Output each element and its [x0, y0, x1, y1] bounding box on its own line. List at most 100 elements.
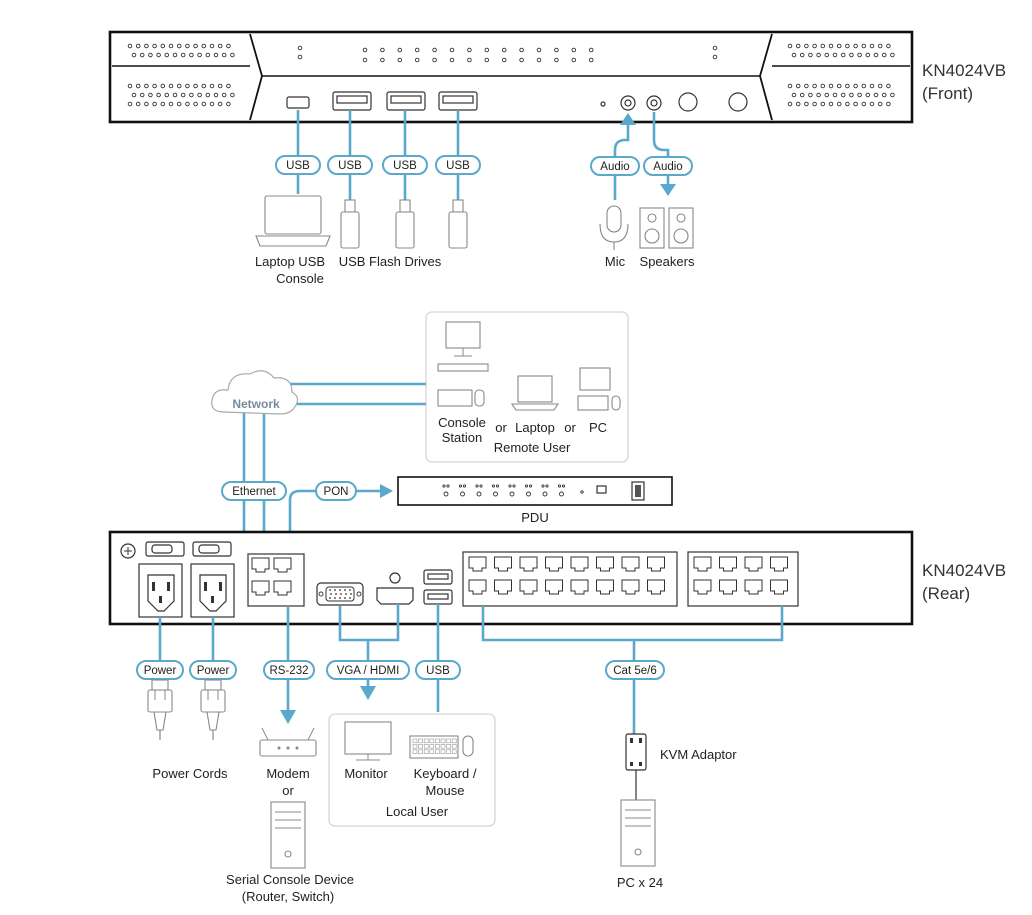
- rs232-arrow: [280, 710, 296, 724]
- remote-pc-icon: [577, 367, 621, 411]
- kvm-adaptor-label: KVM Adaptor: [660, 747, 737, 762]
- usb-cable-label: [415, 660, 461, 680]
- usb-mini-port: [286, 96, 310, 109]
- usb-cable-text: USB: [446, 160, 470, 172]
- local-user-box: [328, 713, 496, 827]
- audio-cable-label: [590, 156, 640, 176]
- or-label: or: [282, 783, 294, 798]
- usb-cable-text: USB: [393, 160, 417, 172]
- power-cable-text: Power: [197, 665, 230, 677]
- pdu-label: PDU: [521, 510, 548, 525]
- power-cable-text: Power: [144, 665, 177, 677]
- flash-drives-label: USB Flash Drives: [339, 254, 442, 269]
- usb-cable-label: [435, 155, 481, 175]
- hdmi-screw: [389, 572, 401, 584]
- audio-cable-label: [643, 156, 693, 176]
- power-plug-icon: [200, 679, 226, 740]
- cat-cable-label: [605, 660, 665, 680]
- vent-holes: [787, 43, 895, 107]
- indicator-dots: [297, 45, 718, 63]
- console-station-icon: [437, 321, 489, 407]
- usb-cable-text: USB: [426, 665, 450, 677]
- video-cable-text: VGA / HDMI: [337, 665, 400, 677]
- laptop-console-label-1: Laptop USB: [255, 254, 325, 269]
- serial-device-label-2: (Router, Switch): [242, 889, 334, 904]
- mic-label: Mic: [605, 254, 626, 269]
- lan-ports: [251, 557, 292, 596]
- power-cable-label: [189, 660, 237, 680]
- laptop-console-icon: [255, 195, 331, 247]
- remote-user-box: [425, 311, 629, 463]
- usb-cable-label: [327, 155, 373, 175]
- serial-device-label-1: Serial Console Device: [226, 872, 354, 887]
- vga-pins: [318, 586, 362, 602]
- usb-cable-text: USB: [338, 160, 362, 172]
- pon-cable-text: PON: [324, 486, 349, 498]
- usb-cable-text: USB: [286, 160, 310, 172]
- keyboard-mouse-label-1: Keyboard /: [414, 766, 477, 781]
- modem-icon: [259, 727, 317, 757]
- kvm-ports: [468, 556, 788, 595]
- rear-device-subtitle: (Rear): [922, 584, 970, 603]
- led-dot: [600, 101, 606, 107]
- or-label: or: [564, 420, 576, 435]
- remote-user-label: Remote User: [494, 440, 571, 455]
- ethernet-cable-text: Ethernet: [232, 486, 276, 498]
- usb-cable-label: [382, 155, 428, 175]
- rs232-cable-label: [263, 660, 315, 680]
- audio-cable-text: Audio: [600, 161, 629, 173]
- serial-device-icon: [270, 801, 306, 869]
- speakers-label: Speakers: [640, 254, 695, 269]
- pc-tower-icon: [620, 799, 656, 867]
- network-label: Network: [232, 397, 280, 411]
- pdu-device: [397, 476, 673, 506]
- power-cords-label: Power Cords: [152, 766, 228, 781]
- microphone-icon: [599, 205, 629, 250]
- remote-laptop-icon: [510, 375, 560, 411]
- kvm-adaptor-icon: [625, 733, 647, 800]
- cat-cable-text: Cat 5e/6: [613, 665, 656, 677]
- pon-arrow: [380, 484, 393, 498]
- monitor-label: Monitor: [344, 766, 388, 781]
- local-user-label: Local User: [386, 804, 449, 819]
- front-panel: KN4024VB (Front): [108, 30, 1006, 124]
- video-cable-label: [326, 660, 410, 680]
- power-plug-icon: [147, 679, 173, 740]
- pc-label: PC: [589, 420, 607, 435]
- audio-cable-text: Audio: [653, 161, 682, 173]
- usb-flash-drive-icon: [395, 199, 415, 249]
- speakers-icon: [639, 207, 694, 249]
- usb-flash-drive-icon: [340, 199, 360, 249]
- rear-device-title: KN4024VB: [922, 561, 1006, 580]
- usb-flash-drive-icon: [448, 199, 468, 249]
- modem-label: Modem: [266, 766, 309, 781]
- front-device-title: KN4024VB: [922, 61, 1006, 80]
- monitor-icon: [344, 721, 392, 761]
- rs232-cable-text: RS-232: [270, 665, 309, 677]
- pon-cable-label: [315, 481, 357, 501]
- audio-in-arrow: [620, 113, 636, 125]
- power-cable-label: [136, 660, 184, 680]
- rear-cables: Power Power RS-232 VGA / HDMI USB Cat 5e…: [136, 604, 784, 734]
- pc-x24-label: PC x 24: [617, 875, 663, 890]
- vent-holes: [127, 43, 235, 107]
- or-label: or: [495, 420, 507, 435]
- power-inlet: [190, 563, 235, 618]
- keyboard-mouse-icon: [409, 735, 474, 759]
- hdmi-port: [376, 587, 414, 605]
- front-cables: USB USB USB USB Audio Audio: [275, 110, 693, 200]
- pdu-outlets: [442, 484, 584, 497]
- laptop-console-label-2: Console: [276, 271, 324, 286]
- front-button-2: [728, 92, 748, 112]
- ethernet-cable-label: [221, 481, 287, 501]
- console-station-label-2: Station: [442, 430, 482, 445]
- keyboard-mouse-label-2: Mouse: [425, 783, 464, 798]
- console-station-label-1: Console: [438, 415, 486, 430]
- network-cloud: Network: [211, 370, 299, 415]
- usb-cable-label: [275, 155, 321, 175]
- rear-panel: KN4024VB (Rear): [108, 530, 1006, 626]
- laptop-label: Laptop: [515, 420, 555, 435]
- video-arrow: [360, 686, 376, 700]
- front-device-subtitle: (Front): [922, 84, 973, 103]
